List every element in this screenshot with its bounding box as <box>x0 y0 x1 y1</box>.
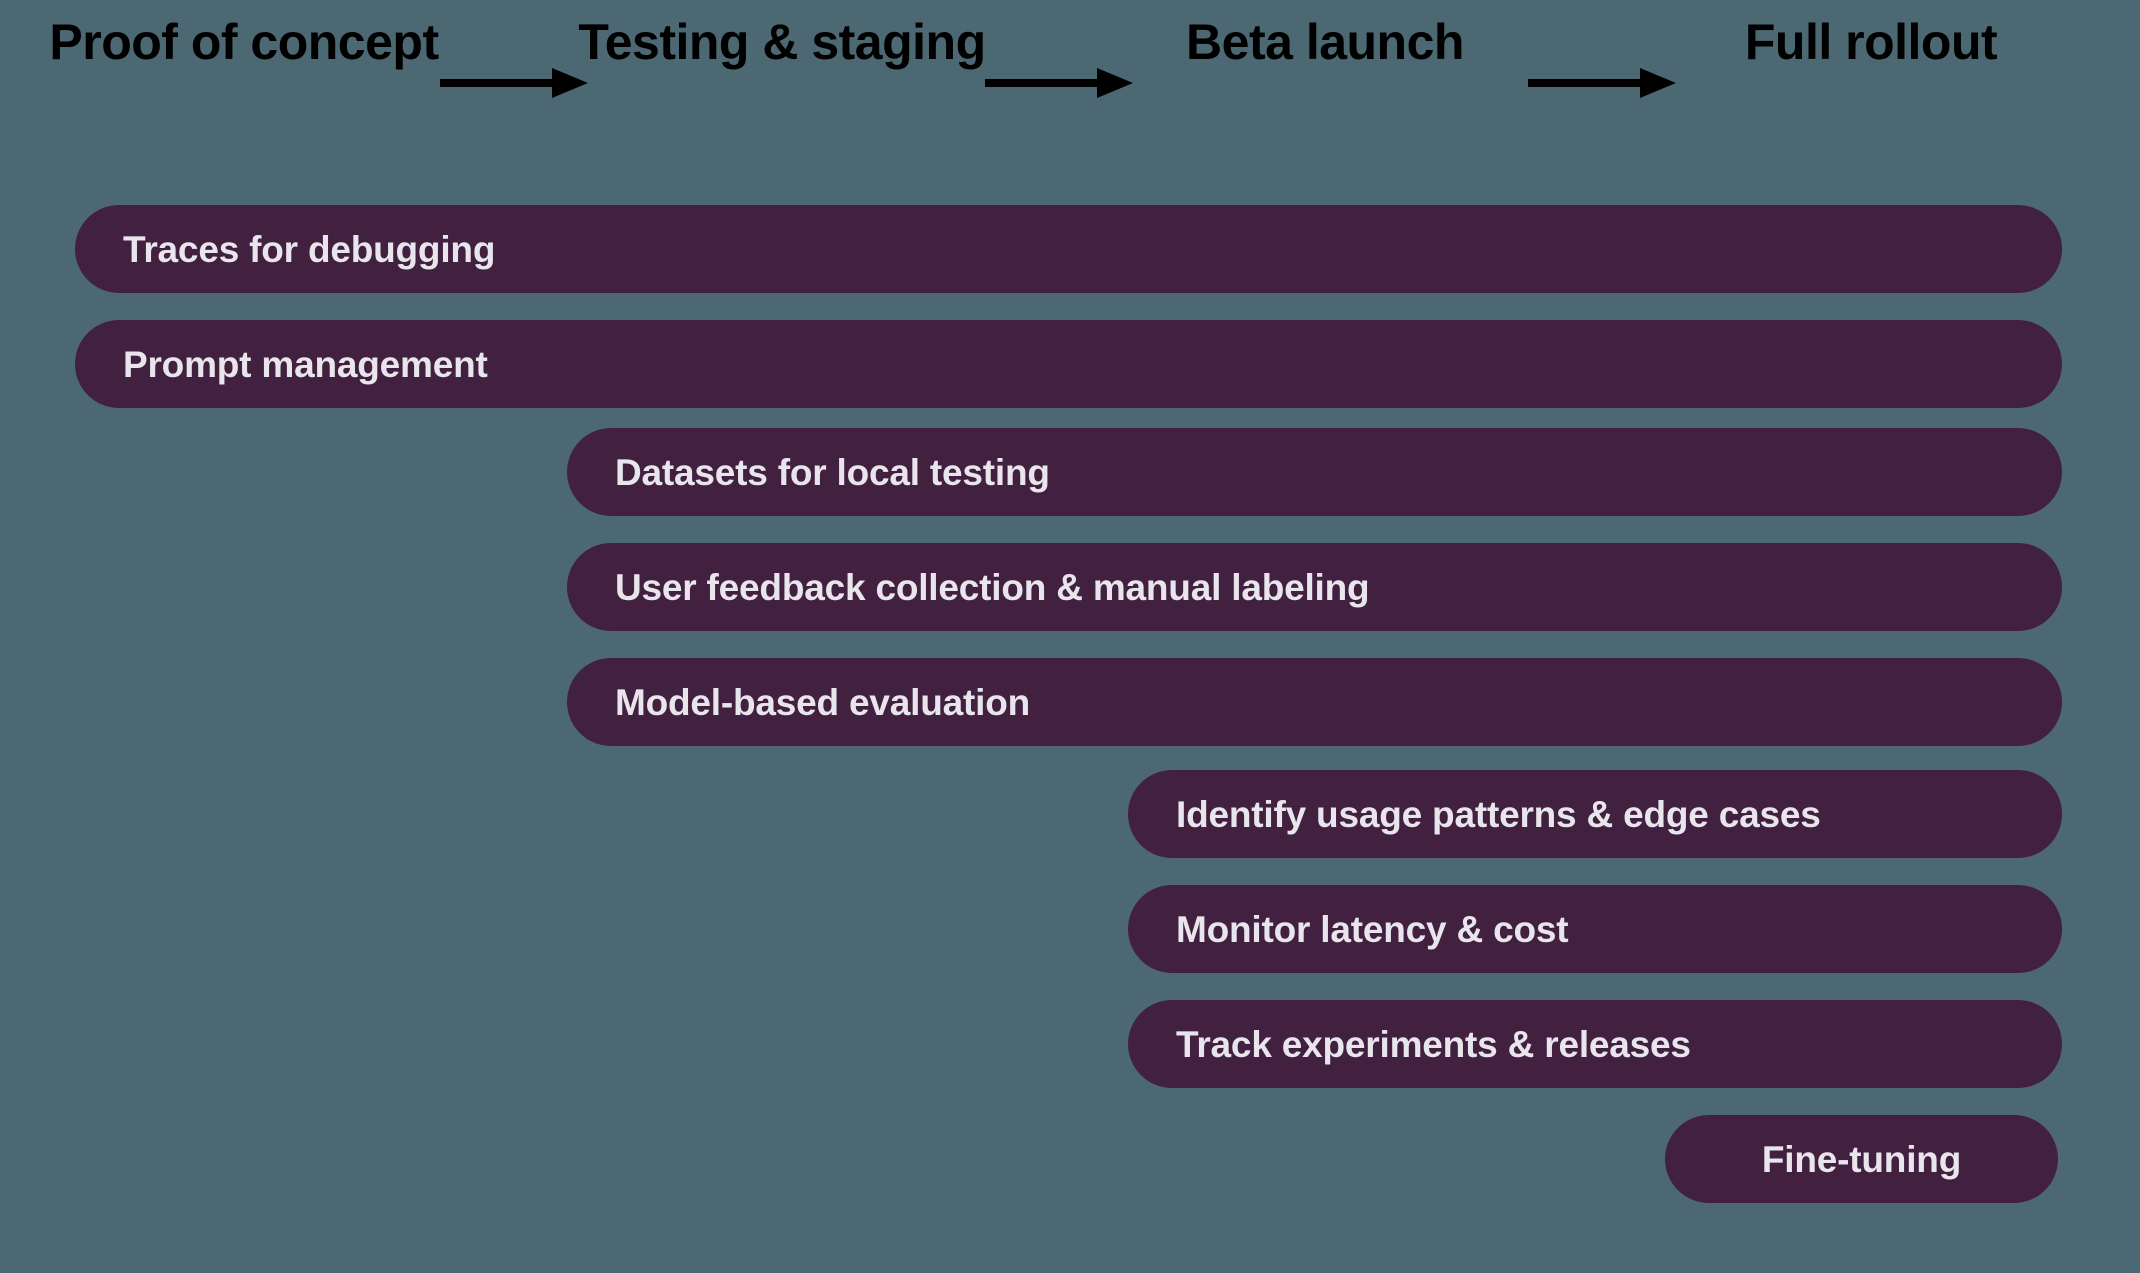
capability-bar-label: Traces for debugging <box>123 228 496 270</box>
capability-bar[interactable]: Prompt management <box>75 320 2062 408</box>
capability-bar-label: Model-based evaluation <box>615 681 1031 723</box>
phase-label-beta-launch: Beta launch <box>1186 14 1464 70</box>
capability-bar-label: Monitor latency & cost <box>1176 908 1569 950</box>
capability-bar[interactable]: Track experiments & releases <box>1128 1000 2062 1088</box>
capability-bar[interactable]: Model-based evaluation <box>567 658 2062 746</box>
arrow-poc-to-testing-icon <box>440 62 588 104</box>
phase-header-row: Proof of concept Testing & staging Beta … <box>0 0 2140 160</box>
capability-bar[interactable]: Datasets for local testing <box>567 428 2062 516</box>
capability-bar-label: Datasets for local testing <box>615 451 1050 493</box>
phase-label-proof-of-concept: Proof of concept <box>49 14 439 70</box>
arrow-beta-to-rollout-icon <box>1528 62 1676 104</box>
capability-bar[interactable]: Traces for debugging <box>75 205 2062 293</box>
capability-bar[interactable]: Identify usage patterns & edge cases <box>1128 770 2062 858</box>
capability-bar-label: Track experiments & releases <box>1176 1023 1691 1065</box>
phase-label-full-rollout: Full rollout <box>1744 14 1998 70</box>
capability-bar-label: Fine-tuning <box>1761 1138 1962 1180</box>
arrow-testing-to-beta-icon <box>985 62 1133 104</box>
capability-bar-label: User feedback collection & manual labeli… <box>615 566 1370 608</box>
capability-bar-label: Identify usage patterns & edge cases <box>1176 793 1821 835</box>
capability-bar[interactable]: Monitor latency & cost <box>1128 885 2062 973</box>
phase-label-testing-and-staging: Testing & staging <box>578 14 986 70</box>
capability-bar-label: Prompt management <box>123 343 488 385</box>
capability-bar[interactable]: Fine-tuning <box>1665 1115 2058 1203</box>
capability-bar[interactable]: User feedback collection & manual labeli… <box>567 543 2062 631</box>
